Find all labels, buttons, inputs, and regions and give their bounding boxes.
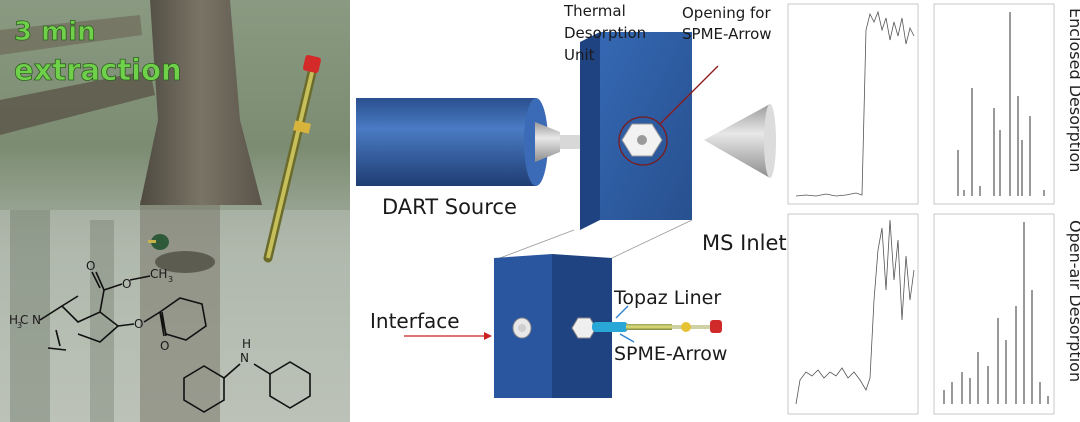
dart-tip [560, 135, 580, 149]
label-dart-source: DART Source [382, 195, 517, 219]
ester-o2: O [122, 277, 131, 291]
photo-title-line1: 3 min [14, 17, 96, 47]
spectrum-openair-frame [933, 213, 1055, 415]
tree-trunk [140, 0, 262, 205]
photo-title-line2: extraction [14, 53, 182, 87]
spectrum-enclosed-sticks [957, 12, 1045, 196]
spme-pointer [619, 333, 635, 343]
cocaine-structure [39, 271, 207, 351]
tdu-side-face [580, 32, 600, 230]
label-topaz-liner: Topaz Liner [613, 287, 721, 309]
n-methyl-sub: 3 [17, 321, 22, 330]
carbonyl-o4: O [160, 339, 169, 353]
ester-o3: O [134, 317, 143, 331]
carbonyl-o1: O [86, 259, 95, 273]
methyl-label: CH [150, 267, 167, 281]
spectra-panels: Enclosed Desorption Open-air Desorption [787, 3, 1080, 415]
nh-h: H [242, 337, 251, 351]
spme-arrow-cap [710, 320, 722, 333]
instrument-diagram: Thermal Desorption Unit Opening for SPME… [356, 2, 787, 398]
ms-inlet-cone [704, 104, 775, 178]
water-surface [0, 210, 350, 422]
spme-arrow-shaft [626, 324, 672, 330]
chromatogram-enclosed-frame [787, 3, 919, 205]
chromatogram-openair-trace [795, 219, 915, 405]
amine-n: N [32, 313, 41, 327]
label-openair-desorption: Open-air Desorption [1066, 220, 1080, 382]
zoom-line-right [611, 219, 693, 259]
zoom-line-left [499, 229, 575, 259]
chromatogram-openair-frame [787, 213, 919, 415]
n-methyl-c: C [20, 313, 28, 327]
spme-arrow-bead [681, 322, 691, 332]
label-spme-arrow: SPME-Arrow [614, 343, 727, 365]
label-opening-line1: Opening for [682, 4, 771, 22]
label-interface: Interface [370, 309, 460, 333]
label-thermal-line3: Unit [564, 46, 595, 64]
spectrum-openair-sticks [943, 222, 1049, 404]
label-thermal-line2: Desorption [564, 24, 646, 42]
label-opening-line2: SPME-Arrow [682, 25, 772, 43]
dart-nozzle [535, 122, 560, 162]
fallen-log [0, 70, 155, 135]
spme-arrow-rod [672, 325, 714, 329]
chromatogram-enclosed-trace [795, 10, 915, 197]
methyl-sub: 3 [168, 275, 173, 284]
label-thermal-line1: Thermal [563, 2, 626, 20]
n-methyl-h: H [9, 313, 18, 327]
topaz-pointer [615, 305, 629, 319]
opening-leader-line [659, 65, 719, 125]
interface-arrow-head [484, 332, 492, 340]
field-photo-panel: 3 min extraction C H 3 N O O CH 3 O O [0, 0, 350, 422]
label-ms-inlet: MS Inlet [702, 231, 787, 255]
topaz-liner [592, 322, 628, 332]
spme-device-photo [263, 55, 321, 263]
nh-n: N [240, 351, 249, 365]
label-enclosed-desorption: Enclosed Desorption [1066, 8, 1080, 172]
tdu-opening-circle [618, 116, 668, 166]
ms-inlet-rim [764, 104, 776, 178]
duck [148, 234, 215, 273]
diphenylamine-structure [183, 361, 311, 413]
dart-cylinder-body [356, 98, 536, 186]
